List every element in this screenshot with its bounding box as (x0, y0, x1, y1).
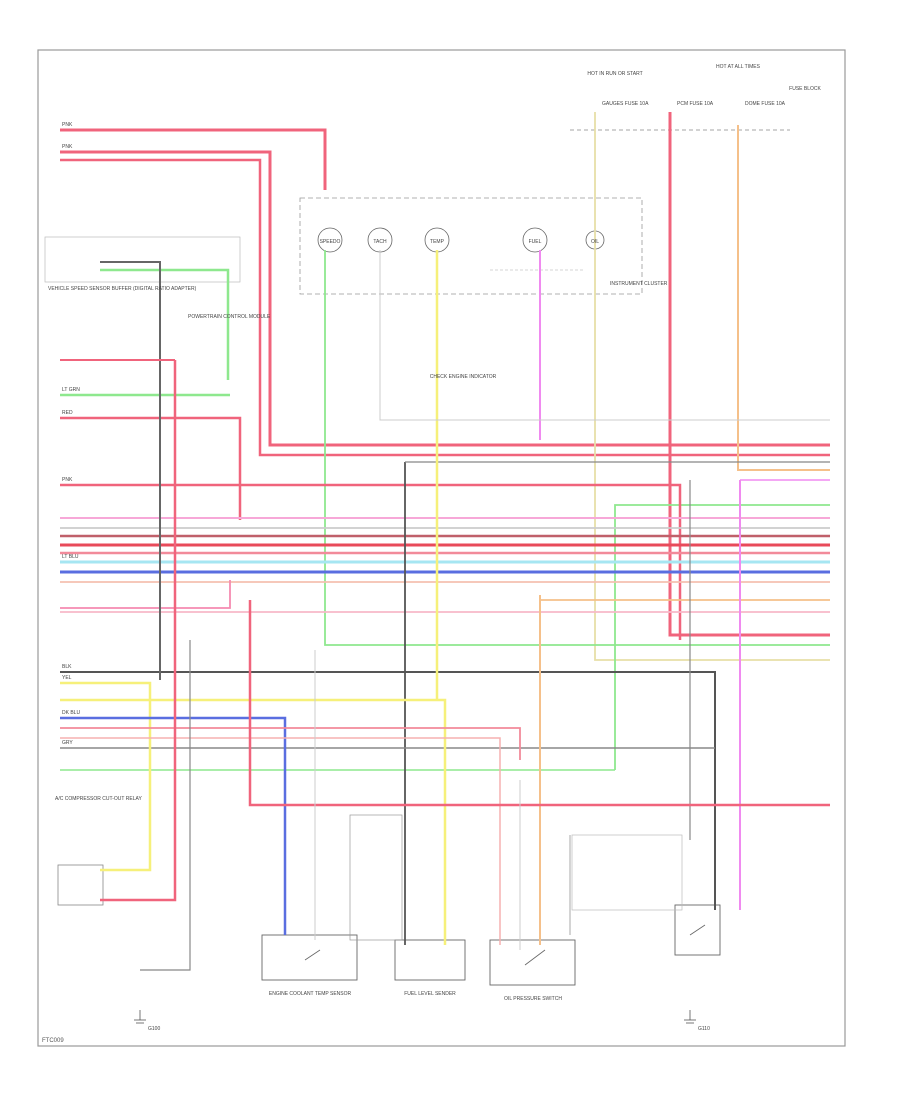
pcm-connector-box (349, 814, 403, 941)
wire-lt-grn-4 (614, 504, 830, 770)
fuel-gauge-label: FUEL (529, 239, 542, 245)
wire-tag: GRY (62, 740, 73, 746)
wire-tag: YEL (62, 675, 72, 681)
wire-yel-1 (60, 681, 152, 872)
fuse-pcm-label: PCM FUSE 10A (677, 101, 714, 107)
ground-left-label: G100 (148, 1026, 160, 1032)
wire-pink-5 (60, 580, 231, 609)
wire-red-bottom (248, 600, 830, 807)
ac-compressor-box (261, 934, 358, 981)
wire-lt-grn-3 (324, 250, 830, 646)
wire-lt-grn-1 (100, 268, 230, 380)
wire-tag: RED (62, 410, 73, 416)
wire-gauges-fuse (594, 112, 830, 661)
right-connector-box (571, 834, 683, 911)
hot-run-start-label: HOT IN RUN OR START (587, 71, 642, 77)
oil-pressure-label: OIL PRESSURE SWITCH (504, 996, 562, 1002)
wire-pink-2 (60, 150, 830, 447)
ground-right-label: G110 (698, 1026, 710, 1032)
wire-blk-2 (100, 261, 161, 680)
fuse-dome-label: DOME FUSE 10A (745, 101, 786, 107)
wire-red-mid (60, 416, 242, 520)
cluster-name-label: INSTRUMENT CLUSTER (610, 281, 668, 287)
diagram-border (37, 49, 846, 1047)
wire-tag: DK BLU (62, 710, 80, 716)
tachometer-label: TACH (373, 239, 387, 245)
check-engine-label: CHECK ENGINE INDICATOR (430, 374, 497, 380)
oil-light-label: OIL (591, 239, 599, 245)
wire-pcm-fuse (668, 112, 830, 637)
wire-tag: PNK (62, 122, 73, 128)
fuse-block-label: FUSE BLOCK (789, 86, 821, 92)
footer-code: FTC009 (42, 1038, 64, 1044)
fuel-level-box (489, 939, 576, 986)
wire-dome-fuse (737, 125, 830, 471)
fuse-gauges-label: GAUGES FUSE 10A (602, 101, 649, 107)
pcm-module-label: POWERTRAIN CONTROL MODULE (188, 314, 271, 320)
oil-switch-icon (689, 924, 706, 936)
wire-pink-1 (60, 128, 327, 190)
speedometer-icon (317, 227, 343, 253)
wire-tag: PNK (62, 477, 73, 483)
wire-red-low (100, 360, 177, 902)
fuel-level-label: FUEL LEVEL SENDER (404, 991, 456, 997)
vss-buffer-label: VEHICLE SPEED SENSOR BUFFER (DIGITAL RAT… (48, 286, 197, 292)
wire-yel-2 (60, 698, 447, 945)
wire-tag: LT GRN (62, 387, 80, 393)
wire-tag: BLK (62, 664, 72, 670)
wire-thin-1 (379, 250, 830, 421)
ac-switch-icon (304, 949, 321, 961)
wire-pink-3 (60, 158, 830, 457)
wire-pink-mid (60, 483, 682, 640)
fuel-switch-icon (524, 949, 546, 966)
ground-right-icon (684, 1010, 696, 1024)
wire-tag: LT BLU (62, 554, 79, 560)
fuel-gauge-icon (522, 227, 548, 253)
ect-sensor-box (394, 939, 466, 981)
ect-sensor-label: ENGINE COOLANT TEMP SENSOR (269, 991, 352, 997)
ac-relay-box (57, 864, 104, 906)
vss-buffer-box (44, 236, 241, 283)
instrument-cluster-box (299, 197, 643, 295)
ground-left-icon (134, 1010, 146, 1024)
hot-at-all-times-label: HOT AT ALL TIMES (716, 64, 761, 70)
ac-compressor-label: A/C COMPRESSOR CUT-OUT RELAY (55, 796, 142, 802)
wire-pink-8 (60, 737, 501, 945)
wire-pink-7 (60, 727, 521, 760)
wire-thin-3 (140, 640, 191, 971)
temp-gauge-label: TEMP (430, 239, 445, 245)
wire-blk-1 (60, 671, 716, 910)
oil-pressure-box (674, 904, 721, 956)
wire-dk-blu-2 (60, 716, 287, 935)
speedometer-label: SPEEDO (320, 239, 341, 245)
wire-tag: PNK (62, 144, 73, 150)
